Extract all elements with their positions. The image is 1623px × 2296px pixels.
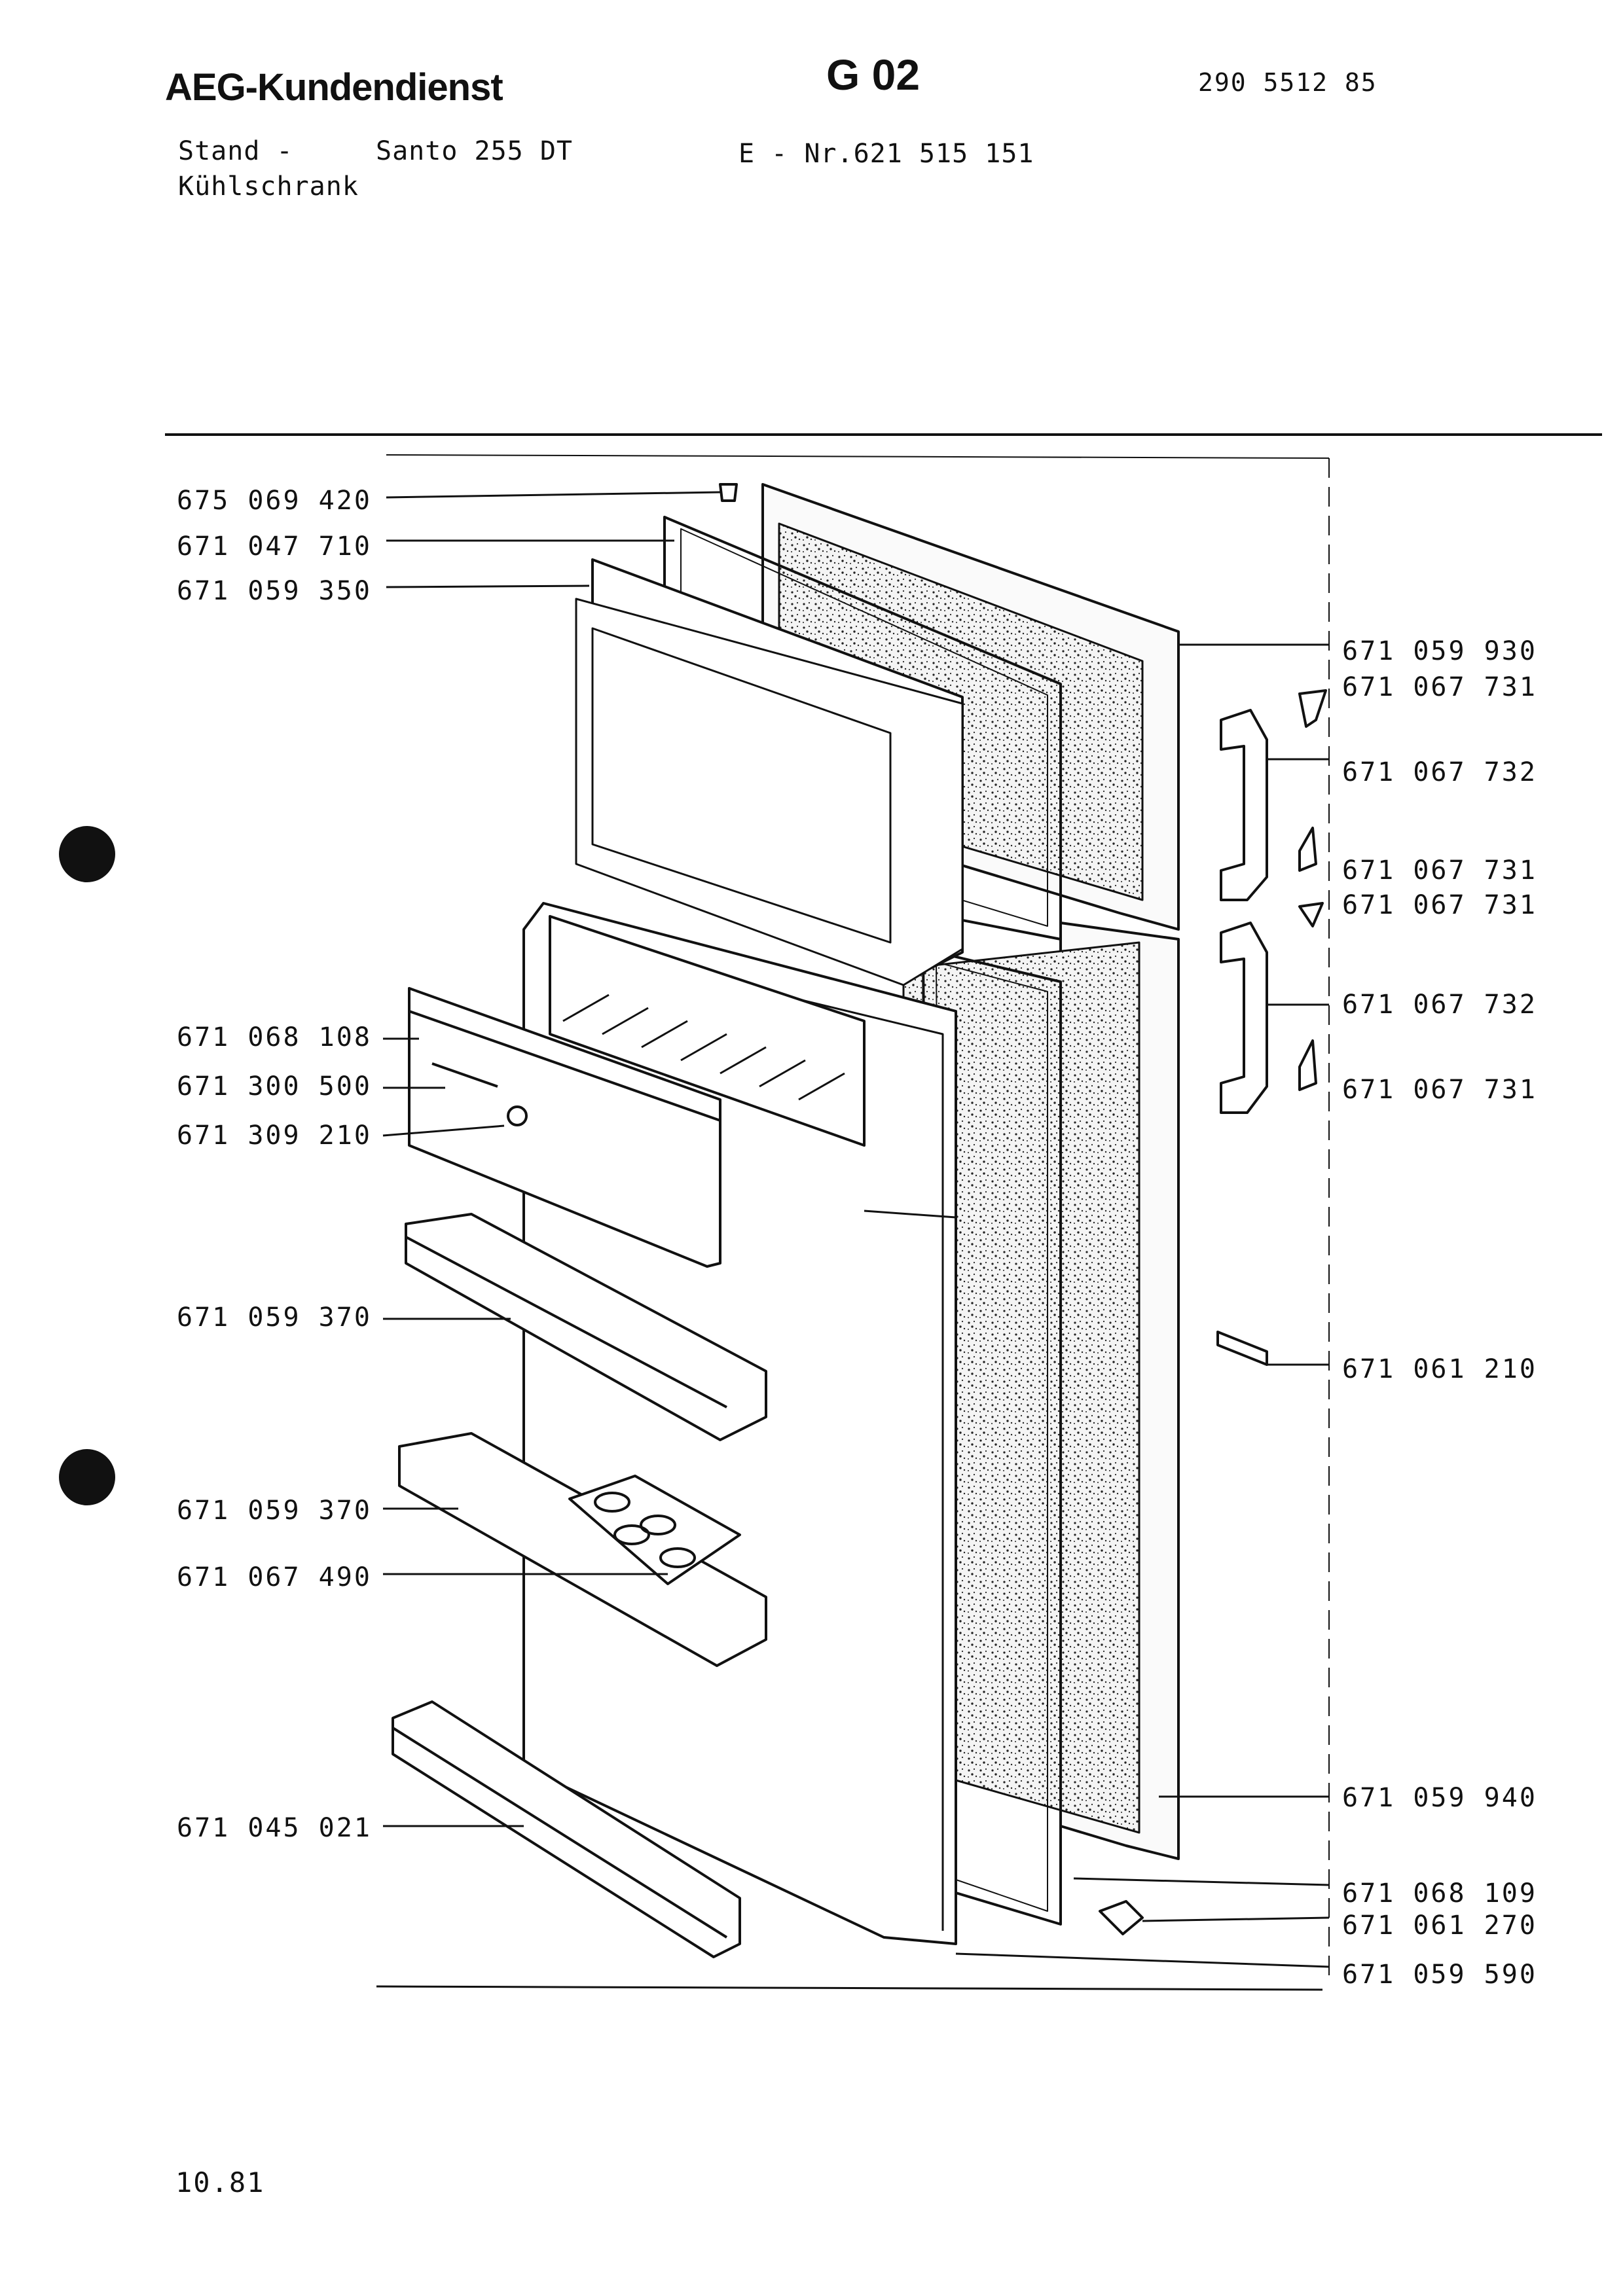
part-label: 671 059 370 (177, 1496, 372, 1526)
bottom-trim (392, 1700, 741, 1958)
document-number: 290 5512 85 (1198, 68, 1377, 97)
appliance-type: Kühlschrank (178, 171, 359, 202)
part-label: 671 068 109 (1342, 1878, 1537, 1909)
stand-label: Stand - (178, 136, 293, 166)
part-label: 671 068 108 (177, 1022, 372, 1052)
part-label: 671 059 940 (1342, 1783, 1537, 1813)
part-label: 671 067 731 (1342, 1075, 1537, 1105)
egg-tray (568, 1475, 741, 1585)
freezer-compartment (575, 598, 964, 986)
upper-hinge-2 (1298, 827, 1317, 872)
part-label: 671 067 731 (1342, 855, 1537, 886)
model-name: Santo 255 DT (376, 136, 573, 166)
part-label: 671 067 732 (1342, 757, 1537, 787)
part-label: 671 067 731 (1342, 672, 1537, 702)
part-label: 671 061 270 (1342, 1910, 1537, 1941)
e-number: E - Nr.621 515 151 (739, 139, 1034, 169)
part-label: 671 059 350 (177, 576, 372, 606)
part-label: 671 067 731 (1342, 890, 1537, 920)
date-stamp: 10.81 (175, 2166, 265, 2198)
upper-hinge (1298, 689, 1327, 728)
part-label: 671 067 490 (177, 1562, 372, 1592)
part-label: 671 067 732 (1342, 990, 1537, 1020)
sheet-code: G 02 (826, 50, 921, 99)
brand-title: AEG-Kundendienst (165, 66, 503, 109)
control-panel (408, 987, 721, 1268)
part-label: 671 045 021 (177, 1813, 372, 1843)
part-label: 671 059 930 (1342, 636, 1537, 666)
part-label: 671 059 590 (1342, 1960, 1537, 1990)
badge (1216, 1331, 1268, 1366)
plug (719, 483, 738, 502)
door-shelf-lower (398, 1432, 767, 1667)
hinge-bottom (1099, 1900, 1144, 1935)
part-label: 675 069 420 (177, 486, 372, 516)
punch-hole (59, 1449, 115, 1505)
upper-handle (1220, 709, 1268, 901)
door-shelf-upper (405, 1213, 767, 1441)
lower-handle (1220, 922, 1268, 1114)
header-rule (165, 433, 1602, 436)
lower-hinge (1298, 1039, 1317, 1091)
hinge-3 (1298, 902, 1324, 927)
top-shelf (549, 915, 866, 1147)
part-label: 671 300 500 (177, 1071, 372, 1102)
part-label: 671 061 210 (1342, 1354, 1537, 1384)
part-label: 671 047 710 (177, 531, 372, 562)
punch-hole (59, 826, 115, 882)
part-label: 671 059 370 (177, 1302, 372, 1333)
part-label: 671 309 210 (177, 1121, 372, 1151)
